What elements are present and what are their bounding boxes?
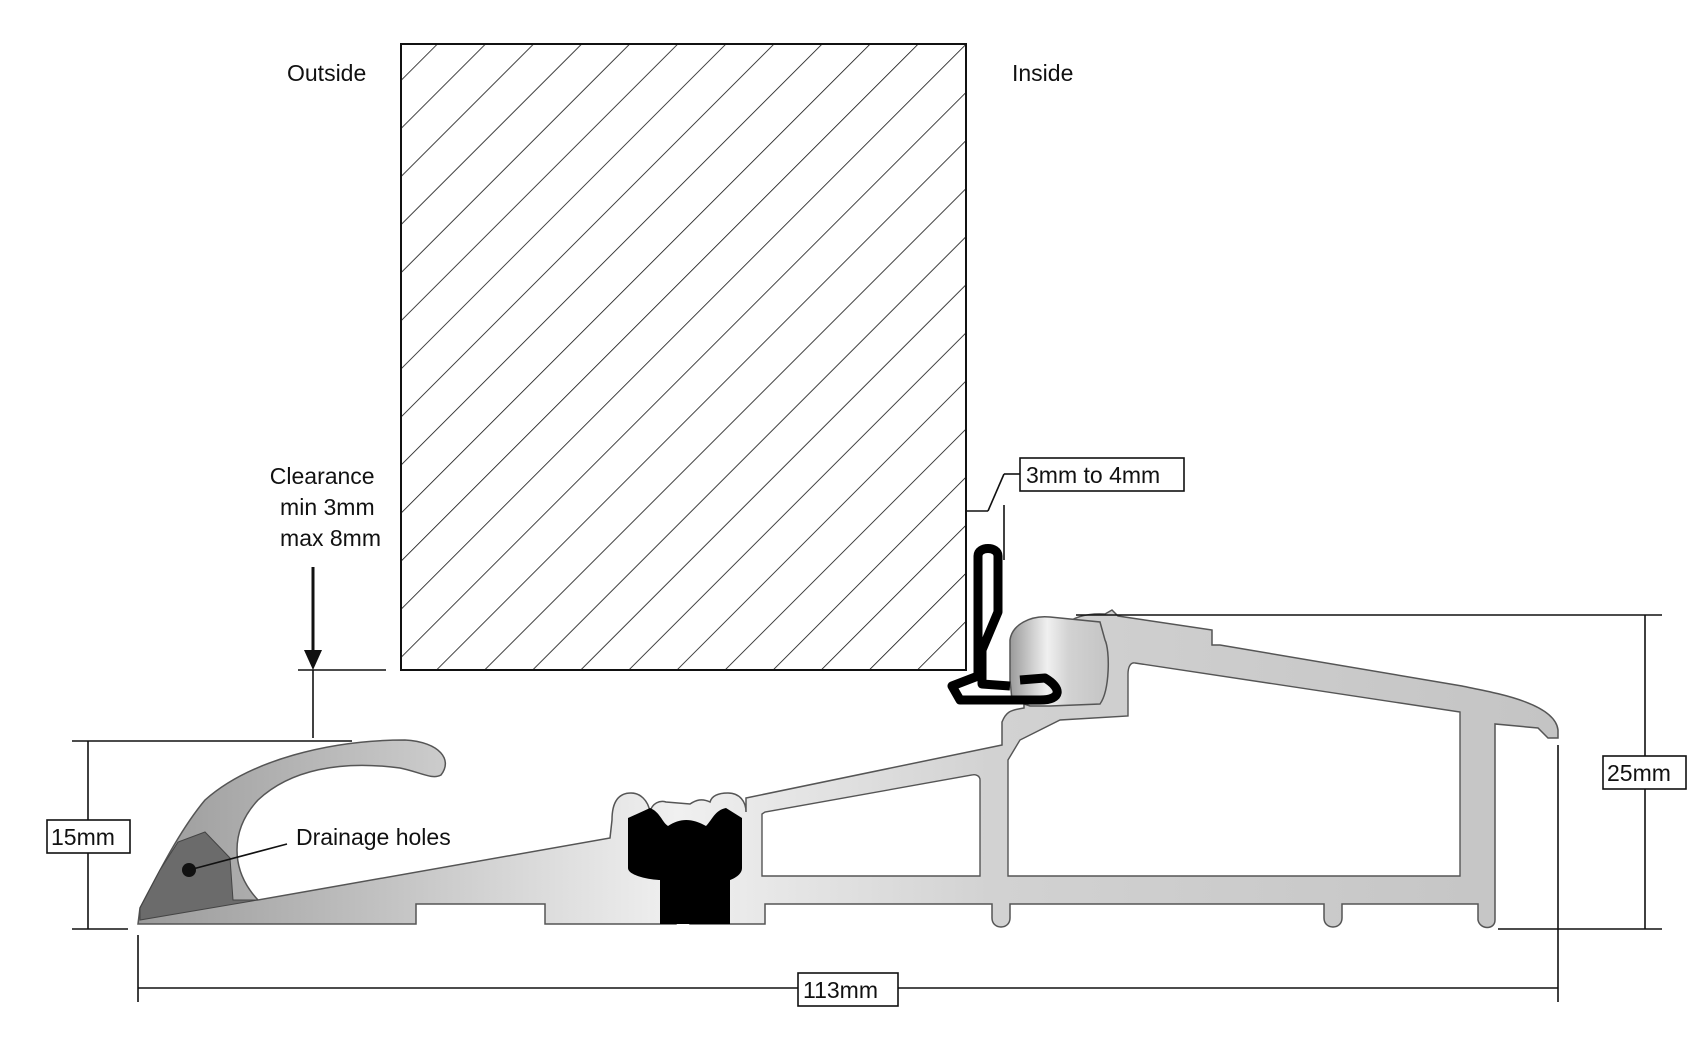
dim-15mm: 15mm bbox=[46, 740, 352, 930]
dim-113mm: 113mm bbox=[137, 745, 1559, 1007]
thermal-break-insert bbox=[628, 808, 742, 924]
door-leaf bbox=[400, 43, 967, 671]
dim-113mm-label: 113mm bbox=[803, 977, 878, 1003]
dim-15mm-label: 15mm bbox=[51, 824, 115, 850]
drainage-zone bbox=[139, 831, 259, 921]
outside-label: Outside bbox=[287, 60, 366, 86]
dim-25mm: 25mm bbox=[1076, 614, 1687, 930]
inside-label: Inside bbox=[1012, 60, 1073, 86]
clearance-label: Clearance min 3mm max 8mm bbox=[270, 463, 381, 551]
dim-25mm-label: 25mm bbox=[1607, 760, 1671, 786]
gap-dimension: 3mm to 4mm bbox=[965, 457, 1185, 560]
clearance-line-1: Clearance bbox=[270, 463, 375, 489]
drainage-label: Drainage holes bbox=[296, 824, 451, 850]
weather-seal bbox=[947, 544, 1062, 705]
gap-label: 3mm to 4mm bbox=[1026, 462, 1160, 488]
drainage-leader bbox=[188, 843, 288, 871]
clearance-line-3: max 8mm bbox=[280, 525, 381, 551]
clearance-line-2: min 3mm bbox=[280, 494, 375, 520]
hollow-chambers bbox=[761, 662, 1461, 877]
seal-carrier bbox=[1009, 616, 1110, 707]
clearance-arrow bbox=[298, 567, 386, 738]
